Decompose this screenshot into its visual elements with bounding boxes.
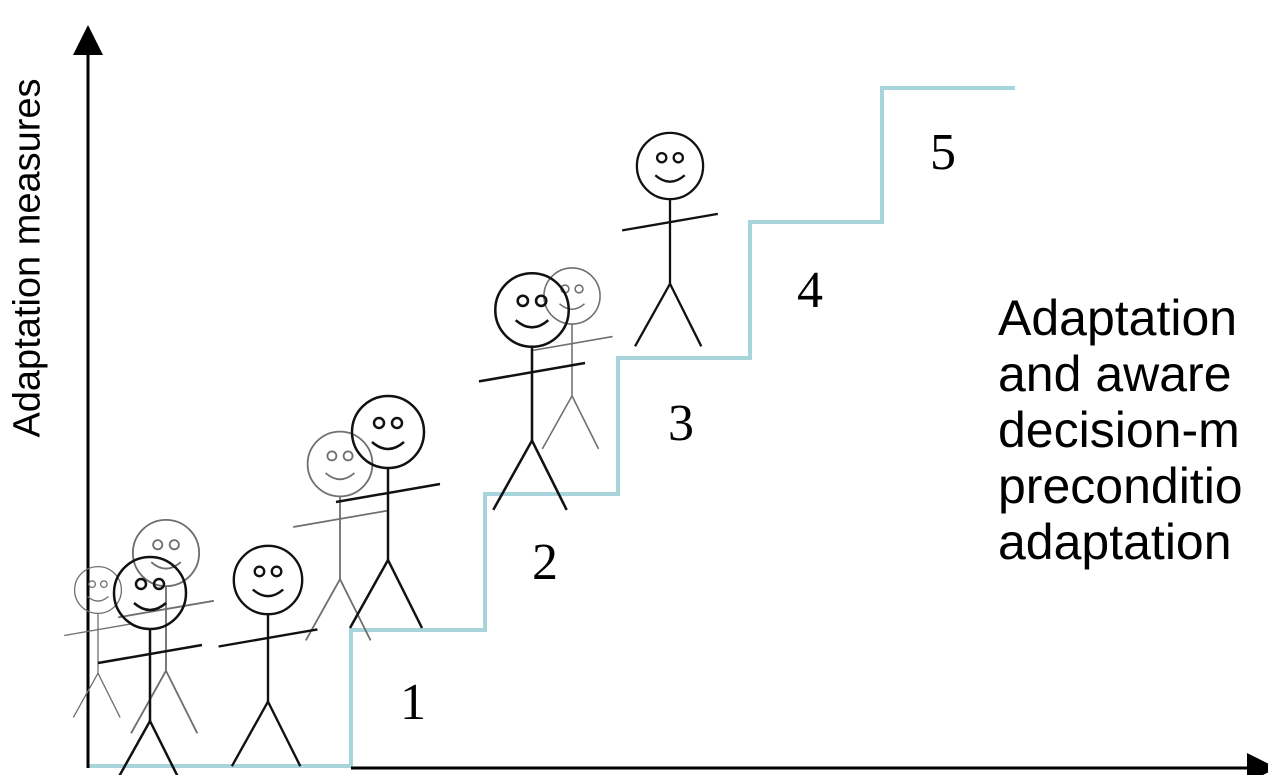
step-number-1: 1 bbox=[400, 674, 426, 731]
step-number-2: 2 bbox=[532, 534, 558, 591]
step-number-5: 5 bbox=[930, 124, 956, 181]
stick-figure bbox=[621, 131, 719, 348]
y-axis-label: Adaptation measures bbox=[6, 78, 49, 438]
stick-figure bbox=[63, 565, 133, 719]
step-number-4: 4 bbox=[797, 262, 823, 319]
step-number-3: 3 bbox=[668, 395, 694, 452]
side-text-line: Adaptation bbox=[998, 290, 1238, 346]
stair-line bbox=[88, 86, 1015, 768]
stick-figure bbox=[477, 272, 587, 512]
stick-figure bbox=[334, 394, 442, 630]
side-text-line: and aware bbox=[998, 346, 1232, 402]
side-text-line: adaptation bbox=[998, 514, 1232, 570]
stick-figure bbox=[96, 555, 204, 775]
side-text-line: decision-m bbox=[998, 402, 1240, 458]
stick-figure bbox=[217, 544, 319, 768]
side-description: Adaptation and aware decision-m precondi… bbox=[998, 290, 1268, 570]
stick-figure bbox=[292, 430, 388, 642]
side-text-line: preconditio bbox=[998, 458, 1243, 514]
